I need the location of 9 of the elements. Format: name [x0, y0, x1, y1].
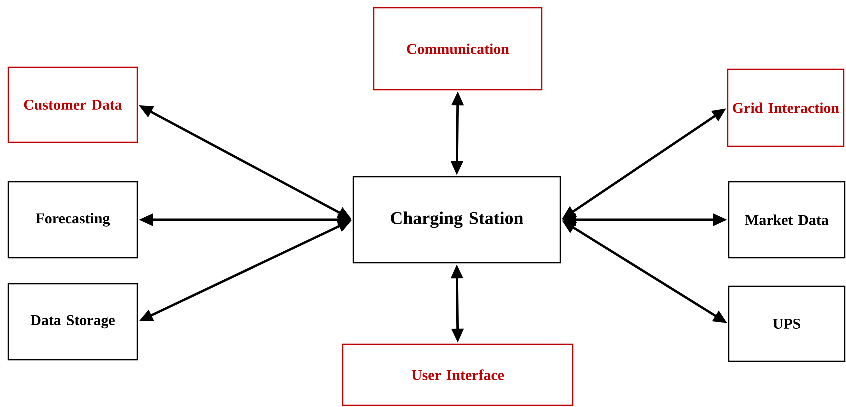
module-box: Forecasting	[8, 181, 138, 259]
module-box: User Interface	[342, 344, 574, 406]
module-box: Data Storage	[8, 283, 138, 361]
module-box: UPS	[728, 286, 846, 362]
station-box: Charging Station	[352, 176, 562, 264]
module-box: Customer Data	[8, 66, 138, 144]
module-box: Grid Interaction	[727, 68, 845, 148]
module-box: Market Data	[728, 181, 846, 259]
module-box: Communication	[373, 7, 543, 91]
